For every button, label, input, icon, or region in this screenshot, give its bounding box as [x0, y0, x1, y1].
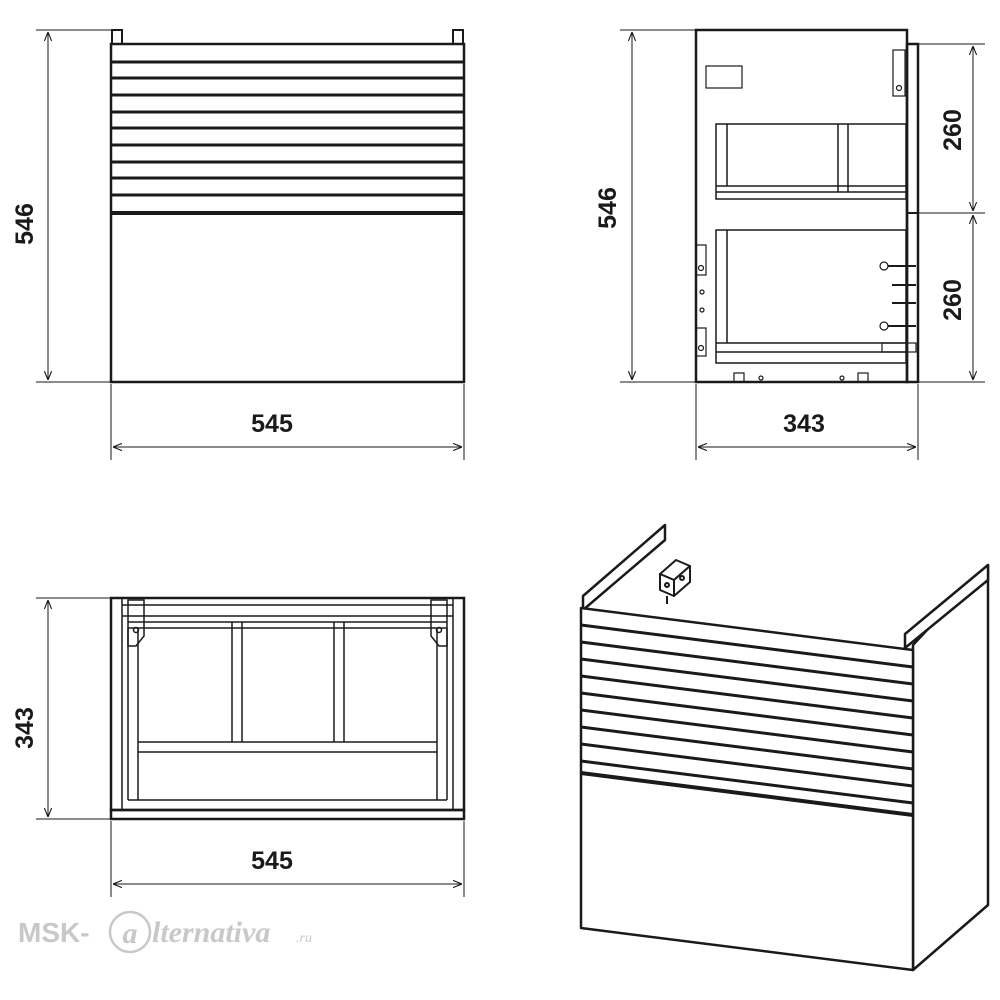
side-drawer-bottom-label: 260	[939, 279, 967, 321]
watermark: MSK- a lternativa .ru	[18, 910, 312, 954]
slat-lines	[111, 60, 464, 197]
side-depth-label: 343	[783, 410, 825, 438]
top-view	[36, 596, 466, 897]
side-height-label: 546	[594, 187, 622, 229]
front-height-label: 546	[11, 203, 39, 245]
watermark-prefix: MSK-	[18, 917, 90, 948]
watermark-suffix: .ru	[296, 931, 312, 946]
front-width-label: 545	[251, 410, 293, 438]
isometric-view	[579, 523, 990, 972]
top-width-label: 545	[251, 847, 293, 875]
iso-slat-lines	[580, 623, 914, 805]
side-drawer-top-label: 260	[939, 109, 967, 151]
watermark-logo-icon	[108, 910, 152, 954]
watermark-script: lternativa	[152, 916, 270, 949]
front-view	[36, 29, 466, 460]
side-view	[620, 28, 985, 460]
top-depth-label: 343	[11, 707, 39, 749]
watermark-logo-letter: a	[123, 917, 138, 950]
